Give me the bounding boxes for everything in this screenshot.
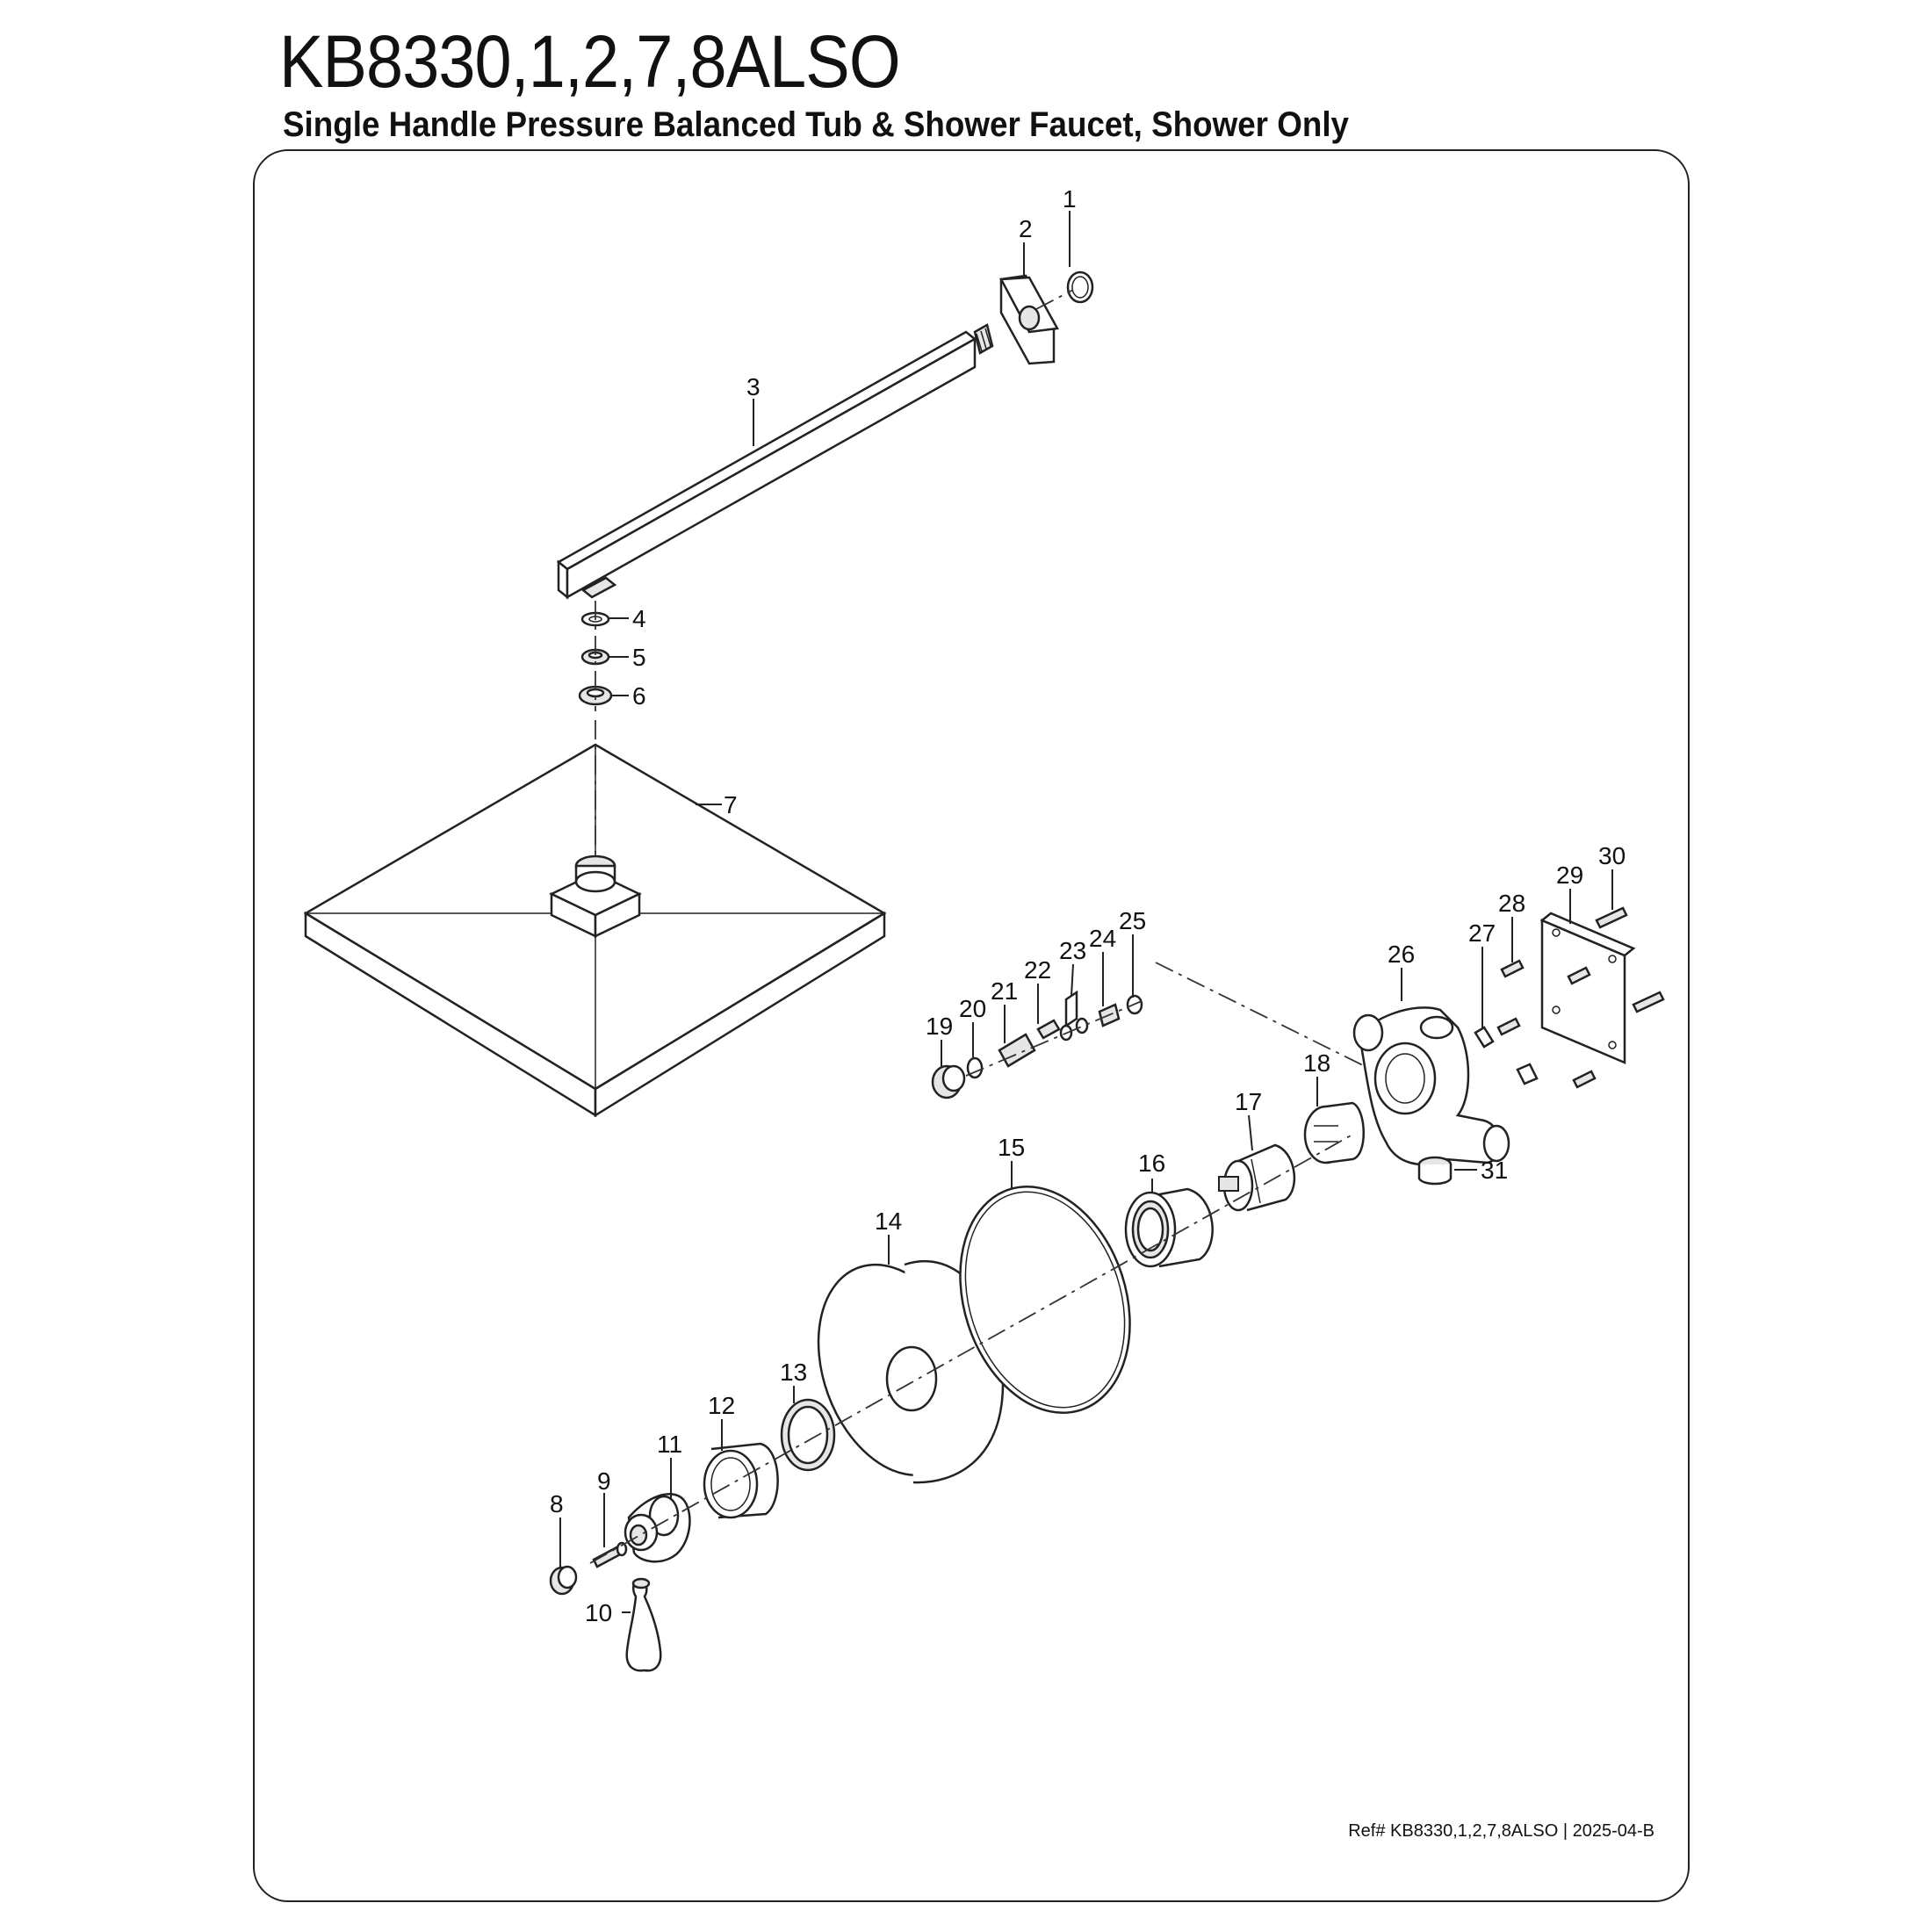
axis-line: [965, 1000, 1143, 1077]
part-26-valve-body: [1352, 1006, 1510, 1166]
part-18-pressure-balance-unit: [1303, 1101, 1365, 1164]
part-12-sleeve: [703, 1442, 779, 1519]
part-label: 21: [991, 977, 1018, 1005]
part-27-spacer: [1474, 1026, 1539, 1085]
part-2-square-flange: [998, 274, 1059, 365]
axis-line: [1155, 962, 1376, 1072]
part-label: 17: [1235, 1088, 1262, 1115]
part-label: 27: [1468, 919, 1496, 947]
part-label: 22: [1024, 956, 1051, 984]
part-label: 16: [1138, 1150, 1165, 1177]
part-label: 19: [926, 1013, 953, 1040]
part-16-adapter-sleeve: [1124, 1187, 1214, 1268]
part-label: 20: [959, 995, 986, 1022]
part-label: 15: [998, 1134, 1025, 1161]
part-19-bonnet-nut: [931, 1064, 966, 1099]
part-10-lever-handle: [625, 1577, 662, 1672]
part-label: 7: [724, 791, 738, 818]
part-9-handle-screw: [592, 1541, 628, 1568]
part-label: 31: [1481, 1157, 1508, 1184]
part-label: 9: [597, 1467, 611, 1495]
page-subtitle: Single Handle Pressure Balanced Tub & Sh…: [283, 105, 1350, 144]
part-11-handle-hub: [624, 1493, 691, 1563]
part-31-plug: [1417, 1156, 1453, 1186]
part-label: 23: [1059, 937, 1086, 964]
part-labels: 1 2 3 4 5 6 7 8 9 10 11 12 13 14 15 16 1…: [550, 185, 1626, 1626]
part-22-spring: [1036, 1019, 1061, 1040]
reference-number: Ref# KB8330,1,2,7,8ALSO | 2025-04-B: [1348, 1821, 1654, 1841]
axis-line: [589, 1134, 1353, 1564]
axis-line: [1035, 289, 1074, 310]
part-label: 13: [780, 1359, 807, 1386]
part-label: 3: [746, 373, 761, 400]
part-label: 8: [550, 1490, 564, 1517]
part-label: 6: [632, 682, 646, 710]
part-label: 30: [1598, 842, 1626, 869]
part-label: 12: [708, 1392, 735, 1419]
part-17-cartridge: [1218, 1143, 1296, 1212]
part-7-showerhead: [303, 720, 887, 1118]
leader-lines: [559, 211, 1613, 1613]
part-28-screw: [1496, 959, 1525, 1036]
part-label: 11: [657, 1431, 682, 1458]
part-8-index-button: [549, 1565, 578, 1596]
part-label: 25: [1119, 907, 1146, 934]
part-15-gasket: [959, 1186, 1131, 1414]
part-label: 10: [585, 1599, 612, 1626]
part-label: 24: [1089, 925, 1116, 952]
diagram-frame: [253, 149, 1690, 1902]
part-label: 18: [1303, 1049, 1330, 1077]
page-title: KB8330,1,2,7,8ALSO: [279, 20, 901, 103]
part-label: 14: [875, 1208, 902, 1235]
part-29-mounting-bracket: [1539, 912, 1636, 1064]
part-label: 28: [1498, 890, 1525, 917]
part-3-shower-arm: [556, 323, 994, 600]
part-label: 4: [632, 605, 646, 632]
part-30-screw: [1567, 906, 1665, 1089]
part-24-washer: [1075, 1003, 1121, 1034]
part-label: 2: [1019, 215, 1033, 242]
part-label: 1: [1063, 185, 1077, 213]
part-label: 29: [1556, 861, 1583, 889]
part-13-retaining-ring: [780, 1398, 836, 1472]
part-1-o-ring: [1066, 270, 1094, 304]
part-label: 26: [1388, 941, 1415, 968]
part-label: 5: [632, 644, 646, 671]
